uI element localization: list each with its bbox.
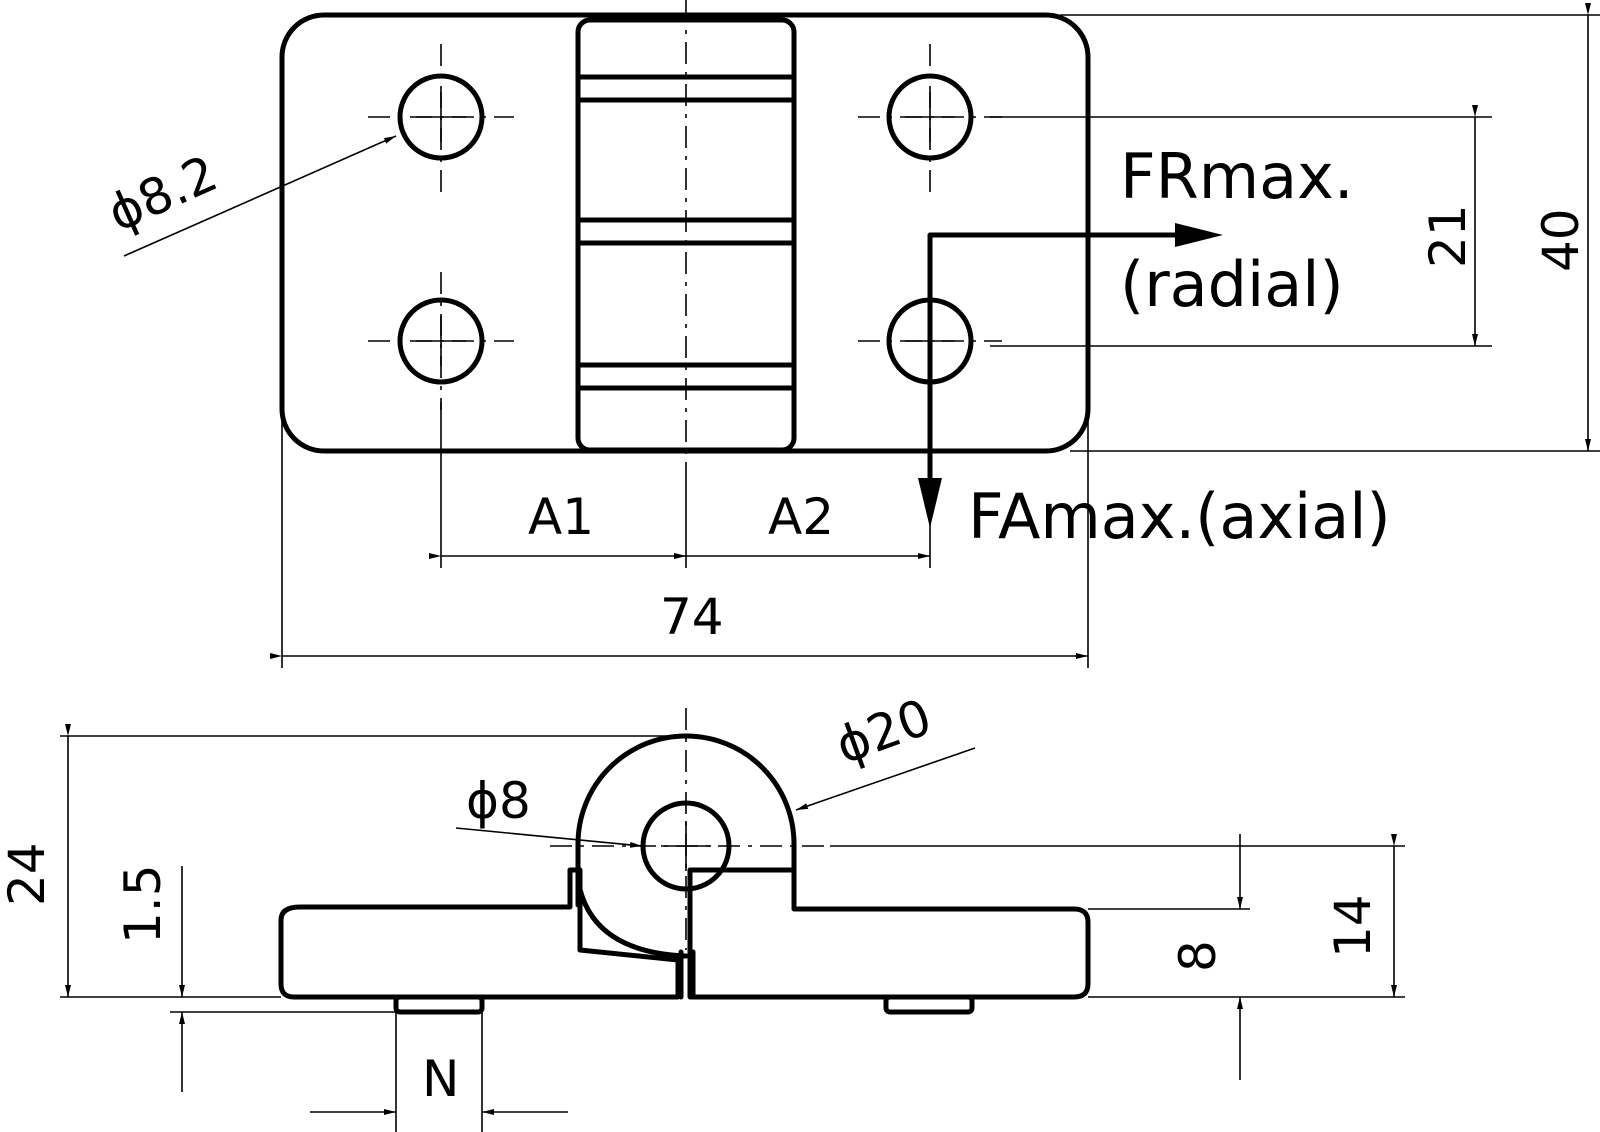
dim-a1-a2: [429, 402, 931, 568]
dim-total-height: [60, 724, 686, 998]
stud-left: [393, 994, 485, 1015]
dim-a1-label: A1: [528, 488, 594, 546]
knuckle-dia-label: ϕ20: [828, 688, 939, 776]
dim-total-height-label: 24: [0, 842, 56, 906]
pin-dia-label: ϕ8: [466, 772, 531, 830]
dim-plate-thickness-label: 8: [1169, 940, 1227, 972]
dim-length-label: 74: [660, 588, 724, 646]
dim-n-label: N: [422, 1050, 459, 1108]
left-leaf: [278, 867, 681, 1000]
dim-plate-offset-label: 1.5: [114, 864, 172, 944]
stud-right: [883, 994, 975, 1015]
axial-force-label: FAmax.(axial): [968, 480, 1391, 553]
dim-hole-spacing: [990, 105, 1492, 347]
radial-force-label-1: FRmax.: [1120, 140, 1354, 213]
dim-length: [270, 420, 1089, 668]
knuckle-dia-leader: [795, 747, 976, 811]
dim-n: [310, 1012, 568, 1132]
mounting-hole-top-right: [858, 44, 1002, 192]
dim-pin-height: [830, 834, 1405, 998]
dim-height-label: 40: [1532, 208, 1590, 272]
dim-pin-height-label: 14: [1324, 894, 1382, 958]
mounting-hole-top-left: [368, 44, 514, 192]
side-view: ϕ20 ϕ8 24 1.5 8 14: [0, 688, 1405, 1132]
pin-dia-leader: [455, 827, 643, 848]
dim-hole-spacing-label: 21: [1419, 204, 1477, 268]
dim-a2-label: A2: [768, 488, 834, 546]
hole-dia-leader: [123, 135, 397, 257]
mounting-hole-bottom-left: [368, 272, 514, 410]
top-view: ϕ8.2 FRmax. (radial) FAmax.(axial) 21 40: [99, 0, 1600, 668]
knuckle-inner-curl: [575, 877, 689, 959]
dim-plate-offset: [170, 866, 396, 1092]
right-leaf: [687, 867, 1091, 1000]
hole-dia-label: ϕ8.2: [99, 144, 225, 243]
pin-hole: [550, 708, 830, 950]
dim-height: [1060, 3, 1600, 452]
radial-force-label-2: (radial): [1120, 248, 1344, 321]
